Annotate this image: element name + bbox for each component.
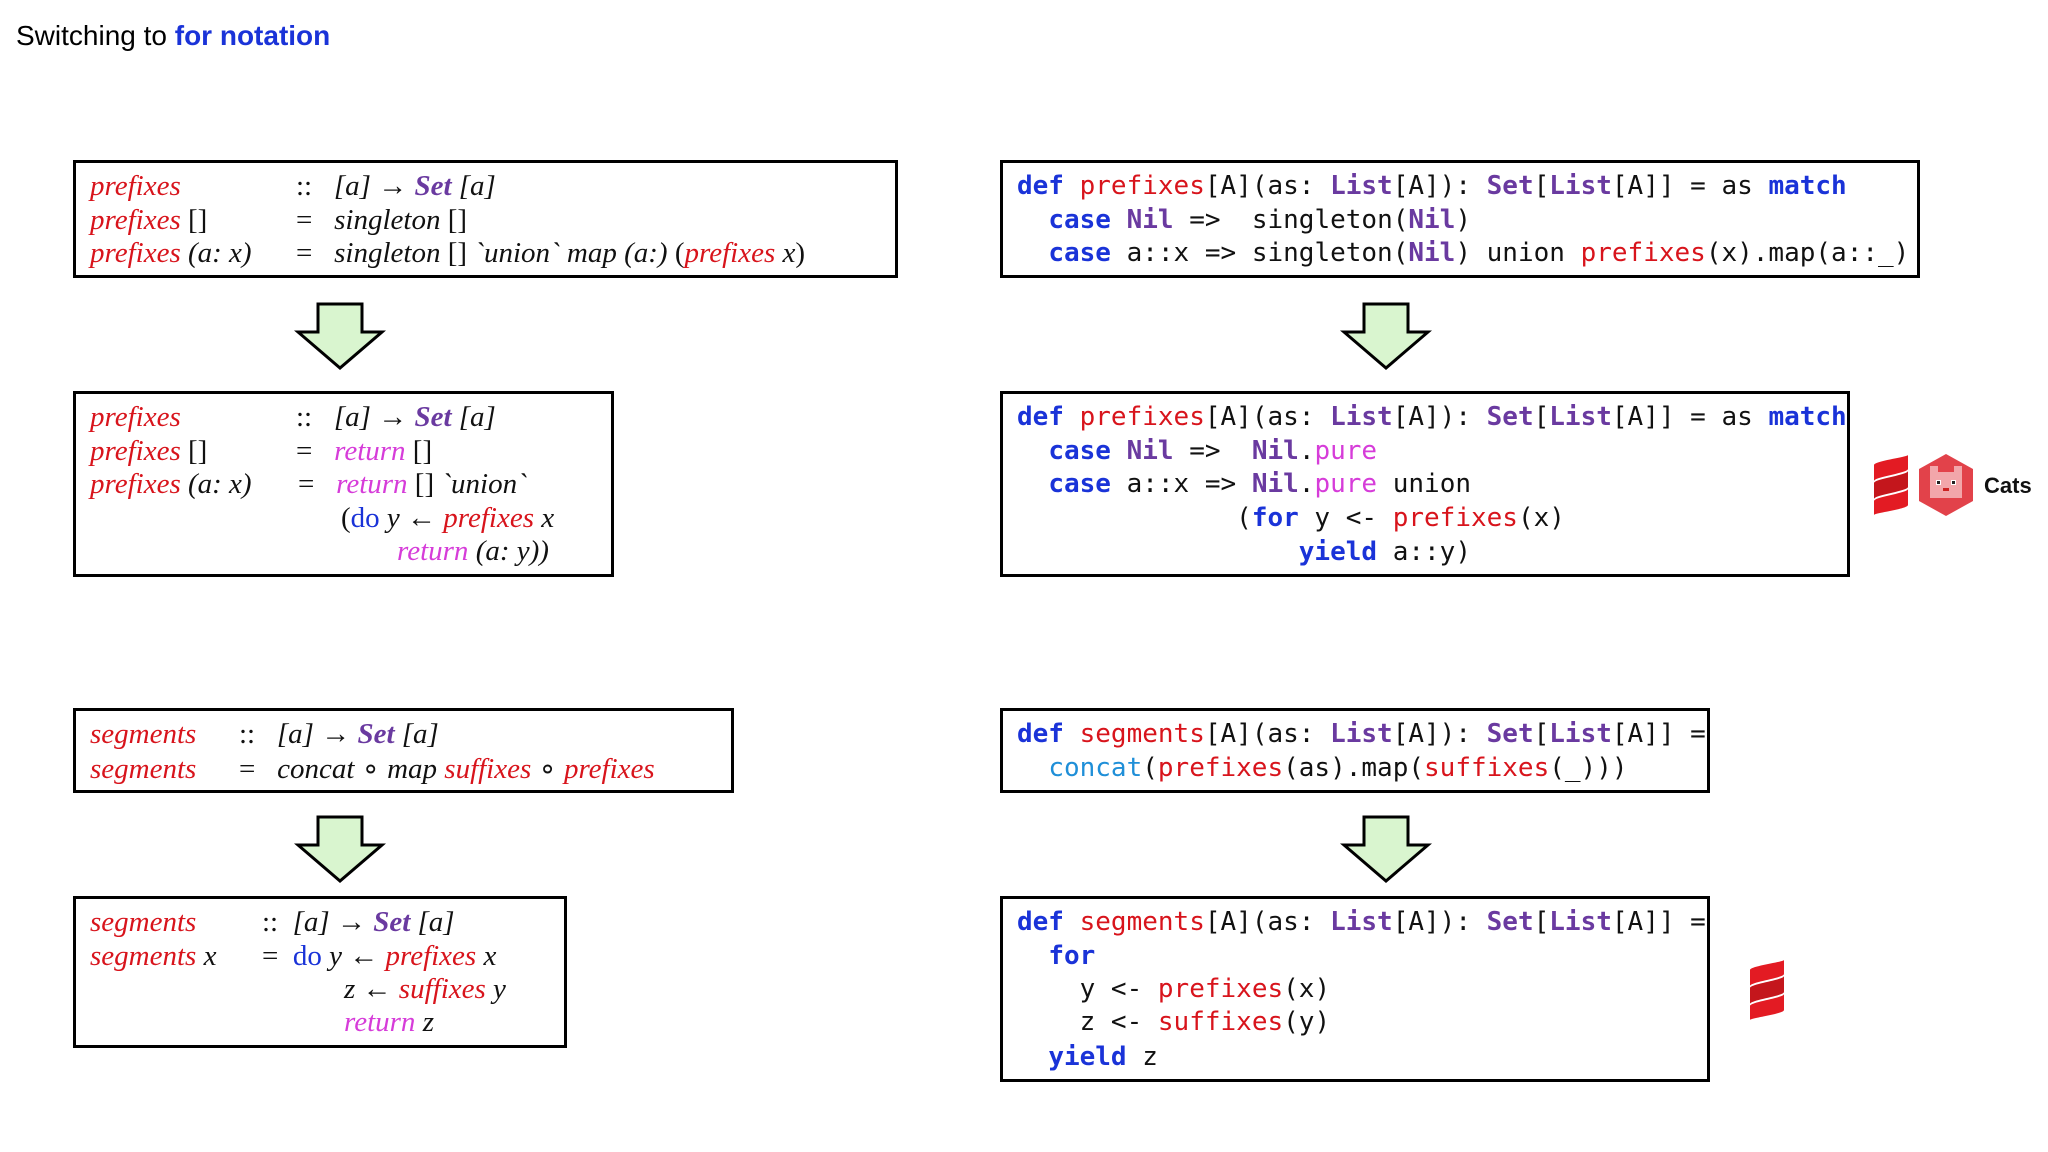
title-prefix: Switching to (16, 20, 175, 51)
haskell-segments-do-box: segments :: [a] → Set [a] segments x = d… (73, 896, 567, 1048)
down-arrow-icon (294, 302, 386, 370)
scala-segments-box: def segments[A](as: List[A]): Set[List[A… (1000, 708, 1710, 793)
sc3-line-2: concat(prefixes(as).map(suffixes(_))) (1048, 753, 1628, 783)
sc2-line-4: (for y <- prefixes(x) (1017, 503, 1565, 533)
down-arrow-icon (1340, 302, 1432, 370)
sc1-line-2: case Nil => singleton(Nil) (1048, 205, 1472, 235)
hs4-line-3: z ← suffixes y (344, 973, 506, 1005)
sc3-line-1: def segments[A](as: List[A]): Set[List[A… (1017, 719, 1706, 749)
sc2-line-2: case Nil => Nil.pure (1048, 436, 1378, 466)
haskell-prefixes-box: prefixes :: [a] → Set [a] prefixes [] = … (73, 160, 898, 278)
hs1-line-3-rhs: = singleton [] `union` map (a:) (prefixe… (296, 237, 806, 269)
hs2-line-3: prefixes (a: x) (90, 468, 252, 500)
cats-logo-icon (1919, 454, 1973, 516)
hs3-line-1-sig: :: [a] → Set [a] (239, 718, 439, 750)
hs3-line-1: segments (90, 718, 197, 750)
scala-segments-for-box: def segments[A](as: List[A]): Set[List[A… (1000, 896, 1710, 1082)
title-keyword: for notation (174, 20, 331, 51)
sc2-line-5: yield a::y) (1298, 537, 1471, 567)
hs2-line-2-rhs: = return [] (296, 435, 433, 467)
slide-title: Switching to for notation (16, 20, 330, 52)
hs1-line-2: prefixes [] (90, 204, 208, 236)
scala-logo-icon (1750, 960, 1784, 1020)
scala-prefixes-box: def prefixes[A](as: List[A]): Set[List[A… (1000, 160, 1920, 278)
hs2-line-4: (do y ← prefixes x (341, 502, 555, 534)
hs1-line-2-rhs: = singleton [] (296, 204, 468, 236)
hs2-line-1: prefixes (90, 401, 181, 433)
hs2-line-2: prefixes [] (90, 435, 208, 467)
down-arrow-icon (294, 815, 386, 883)
sc4-line-4: z <- suffixes(y) (1079, 1007, 1331, 1037)
hs4-line-2: segments x (90, 940, 217, 972)
hs4-line-1: segments (90, 906, 197, 938)
down-arrow-icon (1340, 815, 1432, 883)
hs4-line-1-sig: :: [a] → Set [a] (262, 906, 455, 938)
hs1-line-1: prefixes (90, 170, 181, 202)
hs4-line-4: return z (344, 1006, 434, 1038)
cats-logo-label: Cats (1984, 473, 2032, 498)
sc2-line-3: case a::x => Nil.pure union (1048, 469, 1471, 499)
haskell-prefixes-do-box: prefixes :: [a] → Set [a] prefixes [] = … (73, 391, 614, 577)
sc4-line-1: def segments[A](as: List[A]): Set[List[A… (1017, 907, 1706, 937)
haskell-segments-box: segments :: [a] → Set [a] segments = con… (73, 708, 734, 793)
hs3-line-2: segments (90, 753, 197, 785)
hs2-line-1-sig: :: [a] → Set [a] (296, 401, 496, 433)
hs2-line-3-rhs: = return [] `union` (298, 468, 527, 500)
scala-prefixes-for-box: def prefixes[A](as: List[A]): Set[List[A… (1000, 391, 1850, 577)
hs1-line-1-sig: :: [a] → Set [a] (296, 170, 496, 202)
scala-logo-icon (1874, 455, 1908, 515)
hs3-line-2-rhs: = concat ∘ map suffixes ∘ prefixes (239, 753, 655, 785)
sc2-line-1: def prefixes[A](as: List[A]): Set[List[A… (1017, 402, 1847, 432)
hs4-line-2-rhs: = do y ← prefixes x (262, 940, 497, 972)
hs1-line-3: prefixes (a: x) (90, 237, 252, 269)
sc4-line-5: yield z (1048, 1042, 1158, 1072)
sc4-line-2: for (1048, 941, 1096, 971)
sc4-line-3: y <- prefixes(x) (1079, 974, 1331, 1004)
hs2-line-5: return (a: y)) (397, 535, 549, 567)
sc1-line-1: def prefixes[A](as: List[A]): Set[List[A… (1017, 171, 1847, 201)
sc1-line-3: case a::x => singleton(Nil) union prefix… (1048, 238, 1910, 268)
